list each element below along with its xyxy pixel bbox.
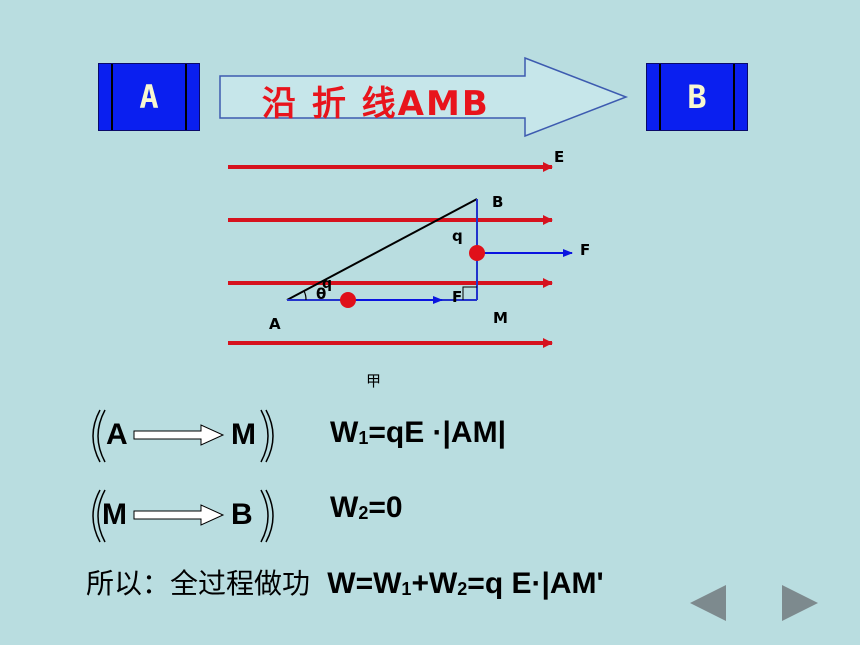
summary-prefix: 所以：全过程做功 <box>86 567 311 600</box>
step1-path: A M <box>88 406 288 466</box>
prev-slide-button[interactable] <box>688 583 728 623</box>
step2-path: M B <box>88 486 288 546</box>
next-slide-button[interactable] <box>780 583 820 623</box>
right-angle-mark <box>462 286 477 300</box>
step2-start: M <box>102 498 127 531</box>
box-a-label: A <box>139 78 159 116</box>
step1-start: A <box>106 418 128 451</box>
summary-line: 所以：全过程做功 W=W1+W2=q E·|AM' <box>86 562 604 602</box>
label-q-bottom: q <box>322 276 333 292</box>
step2-arrow <box>133 504 225 526</box>
step2-parens <box>92 489 274 543</box>
step1-parens <box>92 409 274 463</box>
path-ab <box>286 198 478 301</box>
box-a: A <box>98 63 200 131</box>
charge-bottom <box>340 292 356 308</box>
step1-formula: W1=qE ·|AM| <box>330 416 506 449</box>
theta-arc <box>303 290 307 301</box>
label-e: E <box>554 148 565 166</box>
label-theta: θ <box>316 285 327 303</box>
summary-formula: W=W1+W2=q E·|AM' <box>318 567 604 600</box>
step1-arrow <box>133 424 225 446</box>
charge-right <box>469 245 485 261</box>
box-b: B <box>646 63 748 131</box>
arrow-text: 沿 折 线AMB <box>262 84 490 124</box>
label-b: B <box>492 193 504 211</box>
next-triangle-icon <box>782 585 818 621</box>
step1-end: M <box>231 418 256 451</box>
big-right-arrow <box>219 56 629 138</box>
prev-triangle-icon <box>690 585 726 621</box>
label-m: M <box>493 309 508 327</box>
label-q-top: q <box>452 227 463 245</box>
step2-formula: W2=0 <box>330 491 403 524</box>
diagram-caption: 甲 <box>366 372 382 390</box>
label-f-bottom: F <box>452 288 463 306</box>
box-b-label: B <box>687 78 707 116</box>
step2-end: B <box>231 498 253 531</box>
label-a: A <box>269 315 281 333</box>
label-f-right: F <box>580 241 591 259</box>
